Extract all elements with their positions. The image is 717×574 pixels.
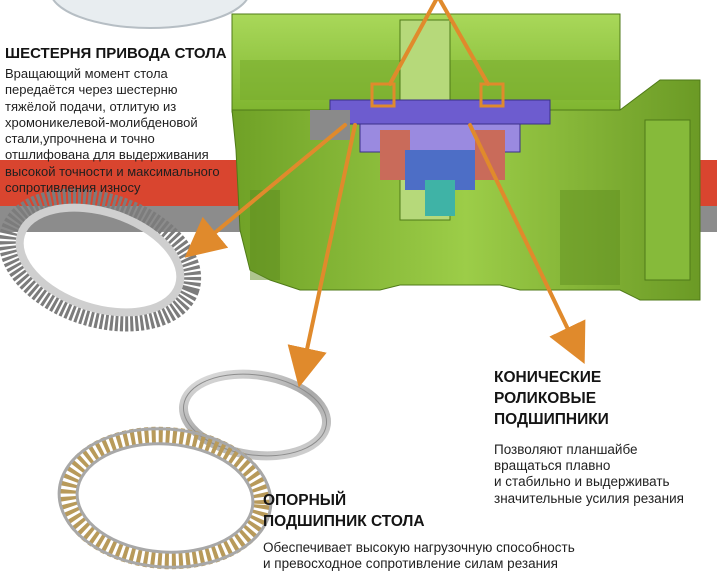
support-text: Обеспечивает высокую нагрузочную способн… bbox=[263, 540, 708, 572]
support-line: Обеспечивает высокую нагрузочную способн… bbox=[263, 540, 575, 555]
gear-line: Вращающий момент стола bbox=[5, 66, 168, 81]
gear-title: ШЕСТЕРНЯ ПРИВОДА СТОЛА bbox=[5, 45, 227, 62]
gear-line: тяжёлой подачи, отлитую из bbox=[5, 98, 177, 114]
conic-line: значительные усилия резания bbox=[494, 490, 684, 506]
conic-title-line: ПОДШИПНИКИ bbox=[494, 411, 609, 428]
conic-line: и стабильно и выдерживать bbox=[494, 474, 670, 490]
highlight-box-right bbox=[479, 82, 505, 108]
gear-line: отшлифована для выдерживания bbox=[5, 147, 209, 163]
callout-arrows bbox=[184, 0, 586, 388]
conic-bearings-block: КОНИЧЕСКИЕ РОЛИКОВЫЕ ПОДШИПНИКИ Позволяю… bbox=[494, 367, 716, 507]
drive-gear-ring bbox=[0, 188, 202, 332]
conic-text: Позволяют планшайбе вращаться плавно и с… bbox=[494, 442, 716, 507]
support-title-line: ПОДШИПНИК СТОЛА bbox=[263, 513, 425, 530]
gear-line: высокой точности и максимального bbox=[5, 163, 220, 179]
conic-line: вращаться плавно bbox=[494, 458, 611, 474]
gear-line: хромоникелевой-молибденовой bbox=[5, 114, 198, 130]
table-plate bbox=[52, 0, 248, 29]
support-roller-bearing bbox=[57, 426, 273, 570]
rotary-table-cutaway bbox=[231, 13, 701, 301]
support-bearing-block: ОПОРНЫЙ ПОДШИПНИК СТОЛА Обеспечивает выс… bbox=[263, 490, 708, 572]
arrow-top-left bbox=[388, 0, 438, 86]
conic-title-line: РОЛИКОВЫЕ bbox=[494, 390, 597, 407]
highlight-box-left bbox=[370, 82, 396, 108]
conic-title: КОНИЧЕСКИЕ РОЛИКОВЫЕ ПОДШИПНИКИ bbox=[494, 367, 716, 430]
gear-line: стали,упрочнена и точно bbox=[5, 131, 155, 147]
support-line: и превосходное сопротивление силам резан… bbox=[263, 556, 558, 572]
gear-line: передаётся через шестерню bbox=[5, 82, 178, 98]
arrow-to-conic-bearings bbox=[468, 123, 586, 365]
arrow-to-gear bbox=[184, 123, 347, 258]
thin-bearing-ring bbox=[178, 369, 332, 461]
conic-title-line: КОНИЧЕСКИЕ bbox=[494, 369, 602, 386]
conic-line: Позволяют планшайбе bbox=[494, 442, 638, 457]
arrow-top-right bbox=[438, 0, 490, 86]
gear-text: Вращающий момент стола передаётся через … bbox=[5, 66, 260, 196]
support-title: ОПОРНЫЙ ПОДШИПНИК СТОЛА bbox=[263, 490, 708, 532]
arrow-to-support-bearing bbox=[287, 123, 357, 388]
gear-line: сопротивления износу bbox=[5, 180, 141, 196]
gear-description-block: ШЕСТЕРНЯ ПРИВОДА СТОЛА Вращающий момент … bbox=[5, 44, 260, 196]
support-title-line: ОПОРНЫЙ bbox=[263, 492, 347, 509]
